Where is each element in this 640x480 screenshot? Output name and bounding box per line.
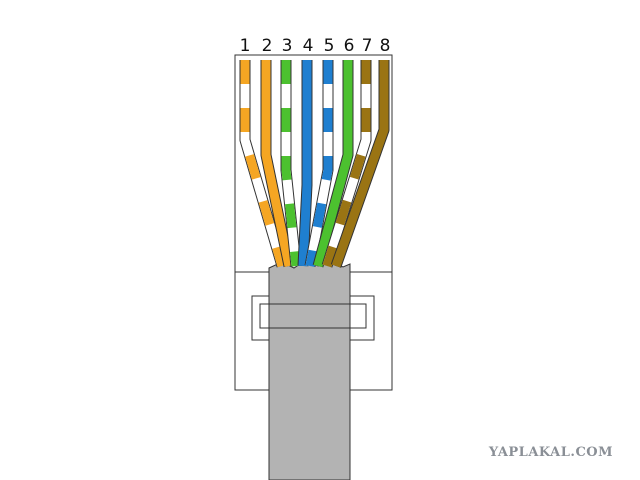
wire-group xyxy=(239,60,390,268)
pin-label-7: 7 xyxy=(362,36,373,56)
wire-4 xyxy=(298,60,312,267)
cable-jacket xyxy=(268,259,351,480)
wire-8 xyxy=(331,60,389,268)
pin-label-8: 8 xyxy=(380,36,391,56)
watermark-text: YAPLAKAL.COM xyxy=(488,445,613,460)
pin-label-1: 1 xyxy=(240,36,251,56)
pin-label-5: 5 xyxy=(324,36,335,56)
wire-1-stripe xyxy=(240,60,287,268)
pin-label-3: 3 xyxy=(282,36,293,56)
wire-5-stripe xyxy=(305,60,333,267)
latch-slot xyxy=(259,303,367,329)
wire-6 xyxy=(313,60,353,268)
pin-label-2: 2 xyxy=(262,36,273,56)
wire-7-stripe xyxy=(322,60,371,268)
wire-3-stripe xyxy=(281,60,301,267)
pin-label-4: 4 xyxy=(303,36,314,56)
wire-2 xyxy=(261,60,294,267)
pin-label-6: 6 xyxy=(344,36,355,56)
pin-labels: 1 2 3 4 5 6 7 8 xyxy=(240,36,391,56)
